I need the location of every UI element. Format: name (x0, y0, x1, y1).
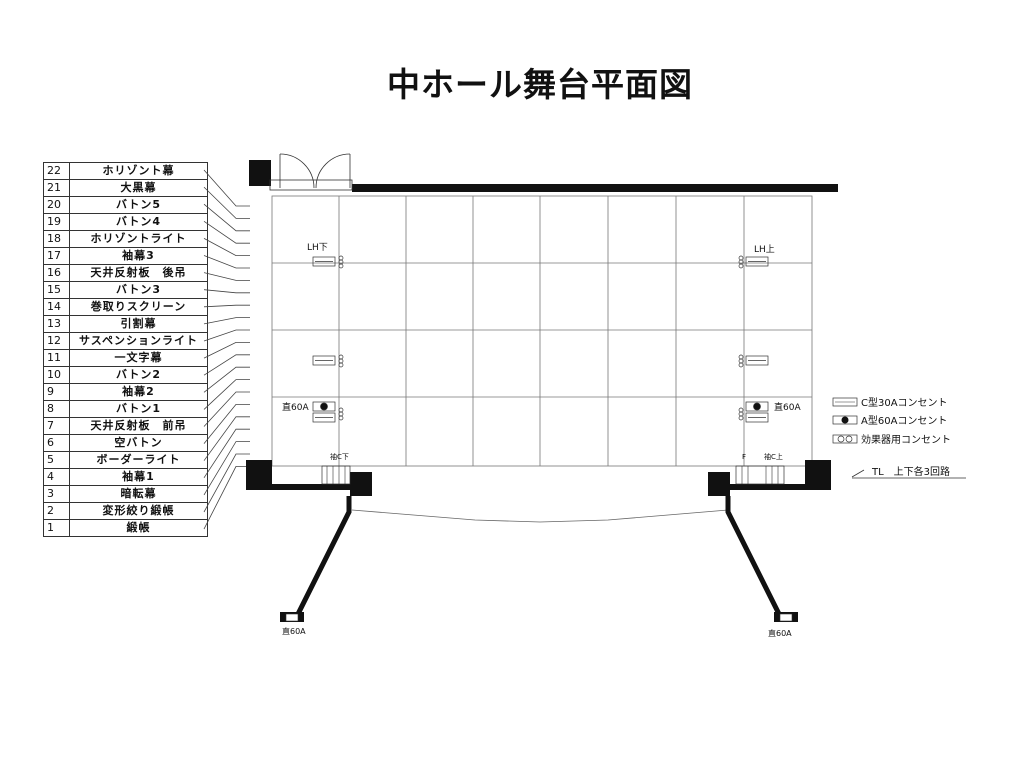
batten-leader-line (203, 304, 250, 308)
bottom-left-label: 直60A (282, 626, 306, 636)
batten-name: 大黒幕 (69, 179, 208, 197)
batten-leader-line (203, 238, 250, 257)
batten-leader-line (203, 169, 250, 207)
double-door-icon (279, 153, 351, 189)
batten-leader-line (203, 354, 250, 376)
wall-left-diagonal (295, 496, 352, 616)
legend-c-text: C型30Aコンセント (861, 396, 948, 409)
tl-pointer (851, 469, 865, 478)
sode-c-right-label: 袖C上 (764, 452, 783, 461)
legend: C型30Aコンセント A型60Aコンセント 効果器用コンセント (832, 396, 951, 446)
batten-leader-line (203, 441, 250, 496)
batten-number: 14 (43, 298, 70, 316)
tl-note: TL 上下各3回路 (871, 465, 950, 478)
legend-effect-outlet: 効果器用コンセント (832, 433, 951, 446)
batten-name: 袖幕3 (69, 247, 208, 265)
legend-c-outlet: C型30Aコンセント (832, 396, 948, 409)
batten-leader-line (203, 416, 250, 461)
sode-c-left-label: 袖C下 (330, 452, 349, 461)
c-outlet-lh-left (312, 255, 344, 269)
batten-leader-lines (203, 169, 250, 530)
batten-leader-line (203, 317, 250, 325)
wall-right-diagonal (725, 496, 782, 616)
batten-name: サスペンションライト (69, 332, 208, 350)
bottom-outlet-right (774, 612, 798, 622)
batten-name: 一文字幕 (69, 349, 208, 367)
c-outlet-mid-left (312, 354, 344, 368)
batten-leader-line (203, 428, 250, 479)
batten-leader-line (203, 391, 250, 427)
direct-left-label: 直60A (282, 401, 309, 413)
batten-leader-line (203, 272, 250, 281)
batten-number: 15 (43, 281, 70, 299)
batten-name: 天井反射板 前吊 (69, 417, 208, 435)
batten-leader-line (203, 366, 250, 393)
c-outlet-mid-right (738, 354, 769, 368)
batten-leader-line (203, 341, 250, 359)
door-block (249, 160, 271, 186)
direct-right-label: 直60A (774, 401, 801, 413)
proscenium-right (708, 460, 831, 496)
batten-number: 19 (43, 213, 70, 231)
a-outlet-right (738, 401, 769, 423)
legend-a-text: A型60Aコンセント (861, 414, 947, 427)
batten-leader-line (203, 465, 250, 530)
batten-number: 20 (43, 196, 70, 214)
batten-number: 12 (43, 332, 70, 350)
lh-left-label: LH下 (307, 243, 328, 253)
apron-edge (351, 509, 729, 523)
batten-leader-line (203, 289, 250, 294)
bottom-outlet-left (280, 612, 304, 622)
proscenium-left (246, 460, 372, 496)
legend-e-text: 効果器用コンセント (861, 433, 951, 446)
batten-name: 緞帳 (69, 519, 208, 537)
batten-number: 1 (43, 519, 70, 537)
batten-name: ボーダーライト (69, 451, 208, 469)
a-outlet-left (312, 401, 344, 423)
back-wall (352, 184, 838, 192)
f-mark-label: F (742, 453, 746, 461)
batten-leader-line (203, 329, 250, 342)
door-frame (269, 179, 353, 191)
batten-leader-line (203, 220, 250, 244)
page-title: 中ホール舞台平面図 (387, 65, 693, 104)
batten-number: 22 (43, 162, 70, 180)
batten-name: 引割幕 (69, 315, 208, 333)
batten-name: バトン2 (69, 366, 208, 384)
batten-leader-line (203, 186, 250, 219)
bottom-right-label: 直60A (768, 628, 792, 638)
legend-a-outlet: A型60Aコンセント (832, 414, 947, 427)
batten-leader-line (203, 379, 250, 410)
stage-grid (271, 195, 813, 467)
batten-leader-line (203, 403, 250, 444)
lh-right-label: LH上 (754, 244, 775, 255)
batten-leader-line (203, 255, 250, 269)
batten-leader-line (203, 453, 250, 513)
c-outlet-lh-right (738, 255, 769, 269)
batten-leader-line (203, 203, 250, 232)
